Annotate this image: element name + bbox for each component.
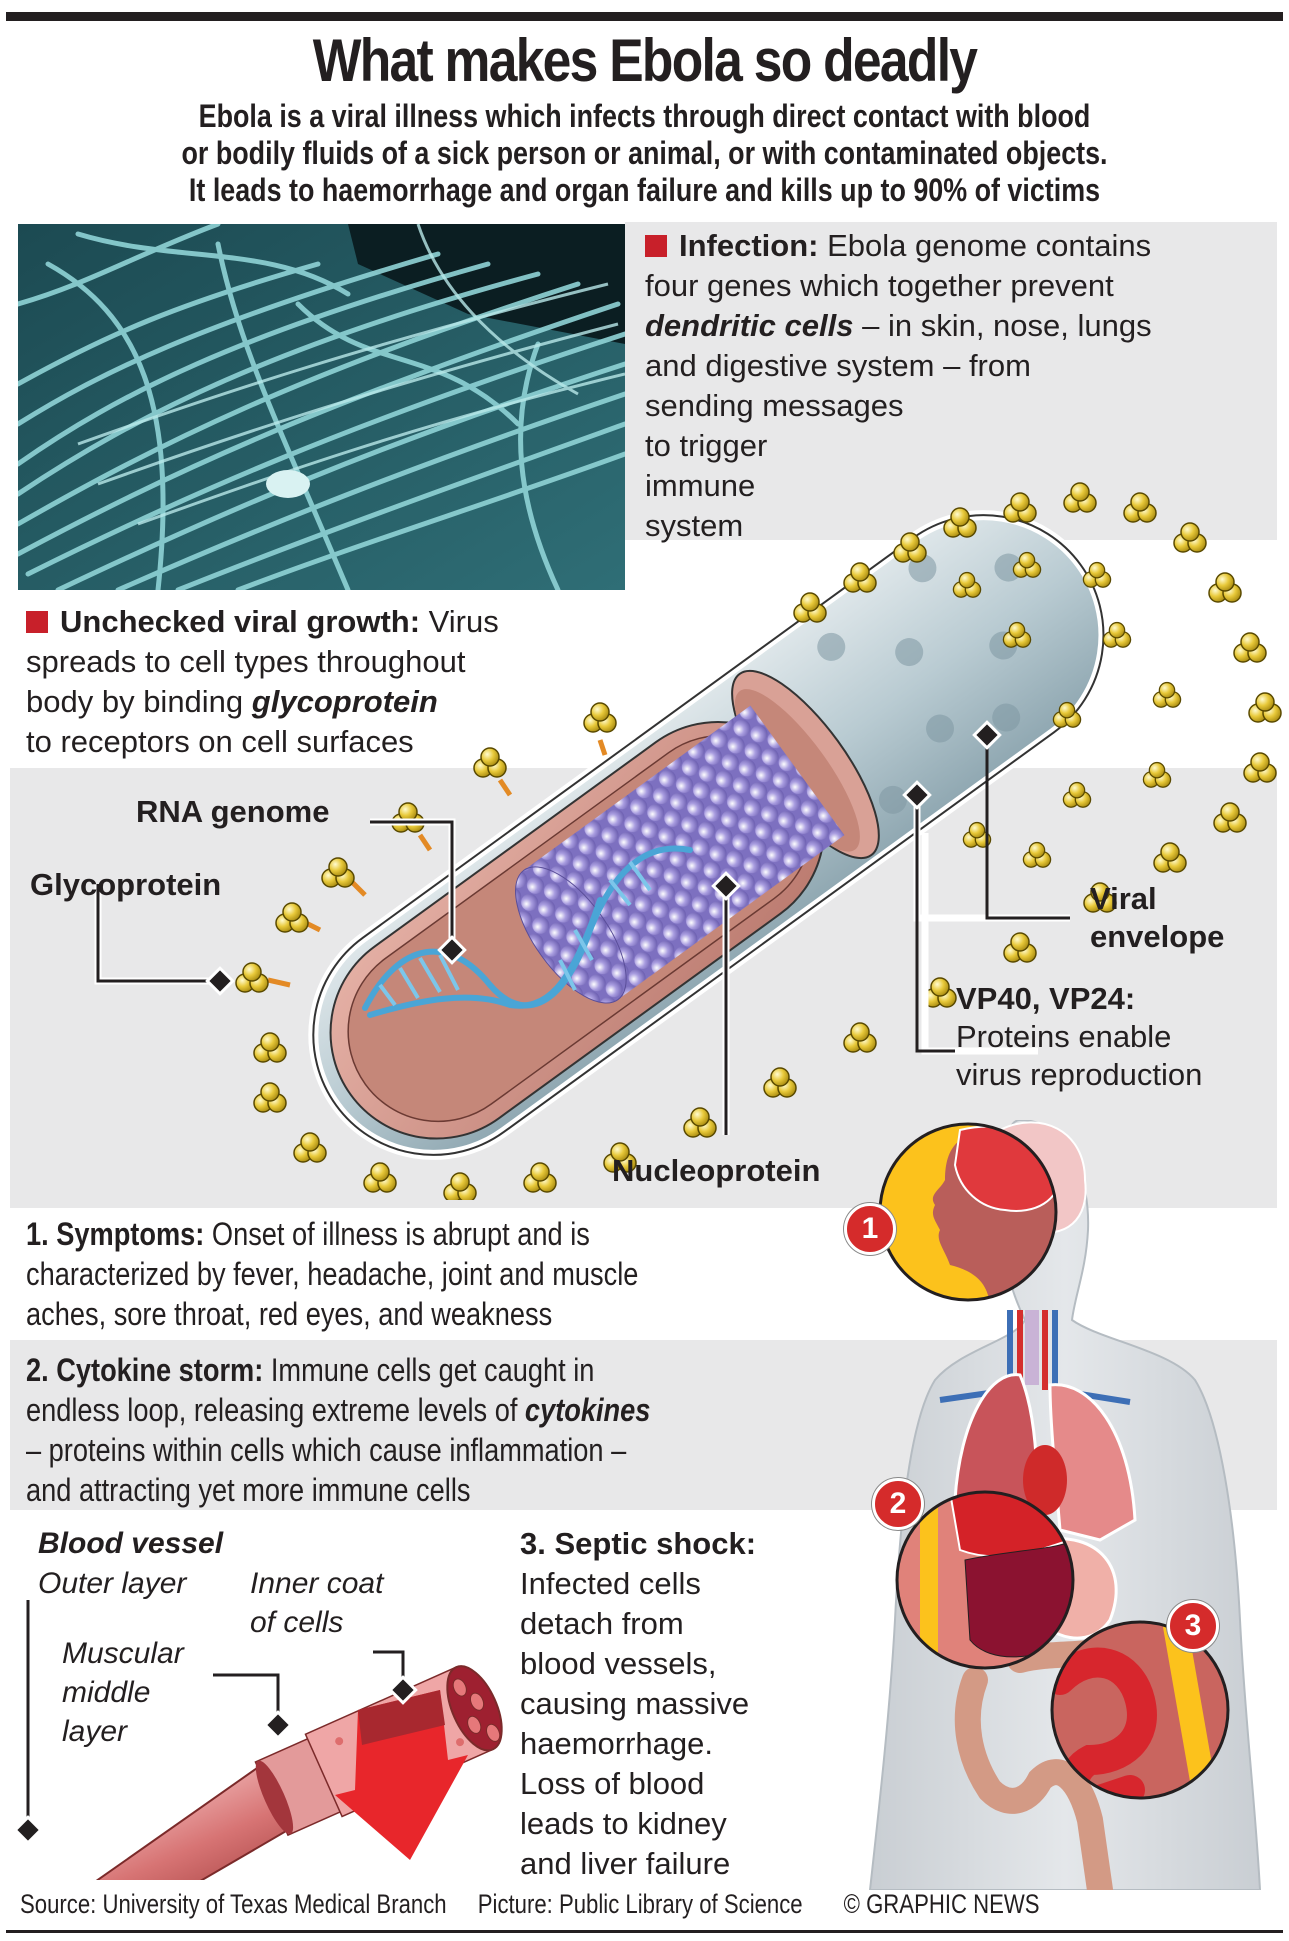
subtitle-line: Ebola is a viral illness which infects t… [198,98,1091,134]
subtitle-line: It leads to haemorrhage and organ failur… [188,172,1101,208]
vp40-vp24-label: VP40, VP24: Proteins enable virus reprod… [956,980,1202,1094]
top-rule [6,12,1283,21]
cytokine-heading: 2. Cytokine storm: [26,1352,264,1388]
outer-layer-label: Outer layer [38,1567,187,1600]
muscular-label-line: Muscular [62,1637,184,1670]
ebola-micrograph [18,224,625,590]
septic-line: Infected cells [520,1566,701,1601]
blood-vessel-title: Blood vessel [38,1527,224,1560]
nucleoprotein-label: Nucleoprotein [612,1153,821,1188]
septic-line: causing massive [520,1686,750,1721]
symptoms-line: aches, sore throat, red eyes, and weakne… [26,1296,553,1332]
symptoms-line: characterized by fever, headache, joint … [26,1256,639,1292]
stage-badge-1: 1 [844,1203,896,1255]
muscular-label-line: layer [62,1715,128,1748]
septic-line: and liver failure [520,1846,731,1881]
source-credit: Source: University of Texas Medical Bran… [20,1889,447,1919]
page-title: What makes Ebola so deadly [312,27,978,94]
inner-coat-label-line: Inner coat [250,1567,384,1600]
leader-lines [96,735,1070,1135]
septic-line: detach from [520,1606,684,1641]
septic-heading: 3. Septic shock: [520,1526,757,1561]
viral-envelope-label-line: Viral [1090,881,1157,916]
rna-rungs [378,860,652,1007]
septic-shock-description: 3. Septic shock: Infected cells detach f… [520,1524,850,1884]
symptoms-description: 1. Symptoms: Onset of illness is abrupt … [26,1214,976,1334]
cytokine-line: – proteins within cells which cause infl… [26,1432,627,1468]
cytokine-line: and attracting yet more immune cells [26,1472,471,1508]
dendritic-cells-term: dendritic cells [645,308,854,343]
unchecked-line: spreads to cell types throughout [26,644,466,679]
muscular-layer-label: Muscular middle layer [62,1634,184,1751]
viral-envelope-label: Viral envelope [1090,880,1224,956]
infection-description: Infection: Ebola genome contains four ge… [645,226,1265,546]
red-square-bullet [645,235,667,257]
unchecked-line: body by binding [26,684,244,719]
septic-line: Loss of blood [520,1766,705,1801]
cytokine-line: Immune cells get caught in [270,1352,595,1388]
glycoprotein-term: glycoprotein [251,684,438,719]
unchecked-line: Virus [428,604,499,639]
symptoms-heading: 1. Symptoms: [26,1216,205,1252]
vp40-vp24-heading: VP40, VP24: [956,981,1136,1016]
unchecked-line: to receptors on cell surfaces [26,724,414,759]
leader-diamonds [205,720,1002,996]
infection-line: – in skin, nose, lungs [862,308,1152,343]
infection-line: system [645,508,744,543]
muscular-label-line: middle [62,1676,151,1709]
infection-line: to trigger [645,428,768,463]
page-subtitle: Ebola is a viral illness which infects t… [103,98,1186,209]
cytokines-term: cytokines [524,1392,651,1428]
bottom-rule [6,1930,1283,1933]
red-square-bullet [26,611,48,633]
micrograph-image [18,224,625,590]
septic-line: leads to kidney [520,1806,727,1841]
glycoprotein-spikes [235,482,1282,1200]
vp-description-line: virus reproduction [956,1057,1203,1092]
inner-coat-label: Inner coat of cells [250,1564,383,1642]
stage-badge-3: 3 [1167,1600,1219,1652]
inner-coat-label-line: of cells [250,1606,344,1639]
septic-line: blood vessels, [520,1646,717,1681]
copyright-credit: © GRAPHIC NEWS [843,1889,1040,1919]
symptoms-line: Onset of illness is abrupt and is [211,1216,590,1252]
viral-envelope-label-line: envelope [1090,919,1225,954]
glycoprotein-label: Glycoprotein [30,867,222,902]
infection-heading: Infection: [679,228,819,263]
vp-description-line: Proteins enable [956,1019,1172,1054]
infection-line: sending messages [645,388,904,423]
infection-line: and digestive system – from [645,348,1031,383]
unchecked-growth-description: Unchecked viral growth: Virus spreads to… [26,602,626,762]
human-body-illustration [868,1120,1262,1890]
infection-panel [625,222,1277,540]
subtitle-line: or bodily fluids of a sick person or ani… [181,135,1108,171]
infection-line: immune [645,468,756,503]
ebola-virus-illustration [94,482,1282,1200]
unchecked-heading: Unchecked viral growth: [60,604,421,639]
septic-line: haemorrhage. [520,1726,714,1761]
rna-genome-label: RNA genome [136,794,330,829]
blood-vessel-illustration [13,1600,503,1880]
stage-badge-2: 2 [872,1478,924,1530]
cytokine-line: endless loop, releasing extreme levels o… [26,1392,518,1428]
rna-helix [362,845,693,1018]
infection-line: four genes which together prevent [645,268,1114,303]
picture-credit: Picture: Public Library of Science [477,1889,803,1919]
footer: Source: University of Texas Medical Bran… [20,1888,1045,1920]
infection-line: Ebola genome contains [827,228,1152,263]
cytokine-description: 2. Cytokine storm: Immune cells get caug… [26,1350,986,1510]
